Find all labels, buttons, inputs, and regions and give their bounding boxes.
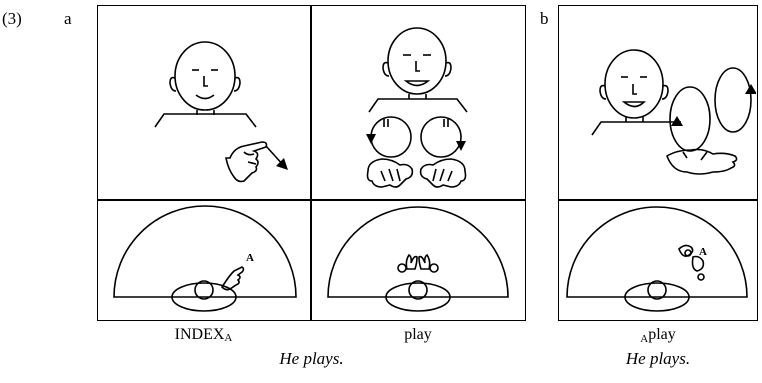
- translation-b: He plays.: [625, 349, 691, 368]
- part-b-label: b: [540, 9, 549, 28]
- aplay-signing-space: A: [566, 206, 748, 312]
- gloss-play: play: [404, 326, 432, 343]
- index-sign-drawing: [154, 41, 288, 183]
- example-number: (3): [2, 9, 22, 28]
- play-sign-drawing: [366, 27, 468, 188]
- gloss-aplay: Aplay: [640, 326, 676, 345]
- row-divider: [559, 199, 757, 201]
- gloss-index-a: INDEXA: [174, 326, 233, 344]
- aplay-sign-drawing: [591, 49, 756, 175]
- part-b-figure: A: [558, 5, 758, 321]
- part-a-figure: A: [97, 5, 526, 321]
- space-marker-a: A: [699, 246, 707, 258]
- row-divider: [98, 199, 525, 201]
- translation-a: He plays.: [279, 349, 344, 368]
- part-a-label: a: [64, 9, 72, 28]
- space-marker-a: A: [246, 252, 254, 264]
- index-signing-space: A: [113, 205, 297, 312]
- column-divider: [310, 6, 312, 320]
- play-signing-space: [327, 206, 509, 312]
